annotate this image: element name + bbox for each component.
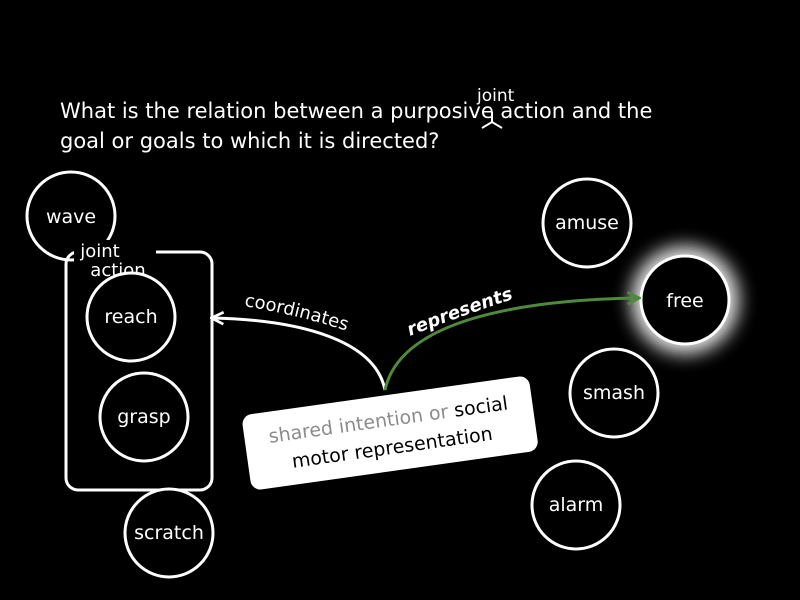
node-reach-label: reach xyxy=(104,306,157,328)
coordinates-label: coordinates xyxy=(243,290,351,335)
question: What is the relation between a purposive… xyxy=(60,86,652,153)
represents-arrow xyxy=(383,298,638,391)
node-grasp-label: grasp xyxy=(117,406,170,428)
node-amuse xyxy=(541,177,633,269)
node-free-label: free xyxy=(666,290,703,312)
coordinates-label-text: coordinates xyxy=(243,290,351,335)
node-scratch xyxy=(123,487,215,579)
node-wave-label: wave xyxy=(46,206,96,228)
node-amuse-label: amuse xyxy=(555,212,619,234)
question-line1: What is the relation between a purposive… xyxy=(60,99,652,123)
question-line1-start: What is the relation between a purposive xyxy=(60,99,500,123)
central-box: shared intention or social motor represe… xyxy=(242,376,538,490)
node-alarm-label: alarm xyxy=(549,494,604,516)
node-grasp xyxy=(98,371,190,463)
central-box-background xyxy=(242,376,538,490)
question-line1-end: action and the xyxy=(500,99,652,123)
insertion-word-joint: joint xyxy=(476,86,515,106)
group-label-joint: joint xyxy=(79,241,119,262)
node-smash xyxy=(568,347,660,439)
insertion-caret xyxy=(481,112,503,129)
node-wave xyxy=(25,170,117,262)
question-line2: goal or goals to which it is directed? xyxy=(60,129,439,153)
node-reach xyxy=(85,271,177,363)
node-alarm xyxy=(530,459,622,551)
node-smash-label: smash xyxy=(583,382,645,404)
coordinates-arrow xyxy=(213,318,387,391)
node-scratch-label: scratch xyxy=(134,522,204,544)
